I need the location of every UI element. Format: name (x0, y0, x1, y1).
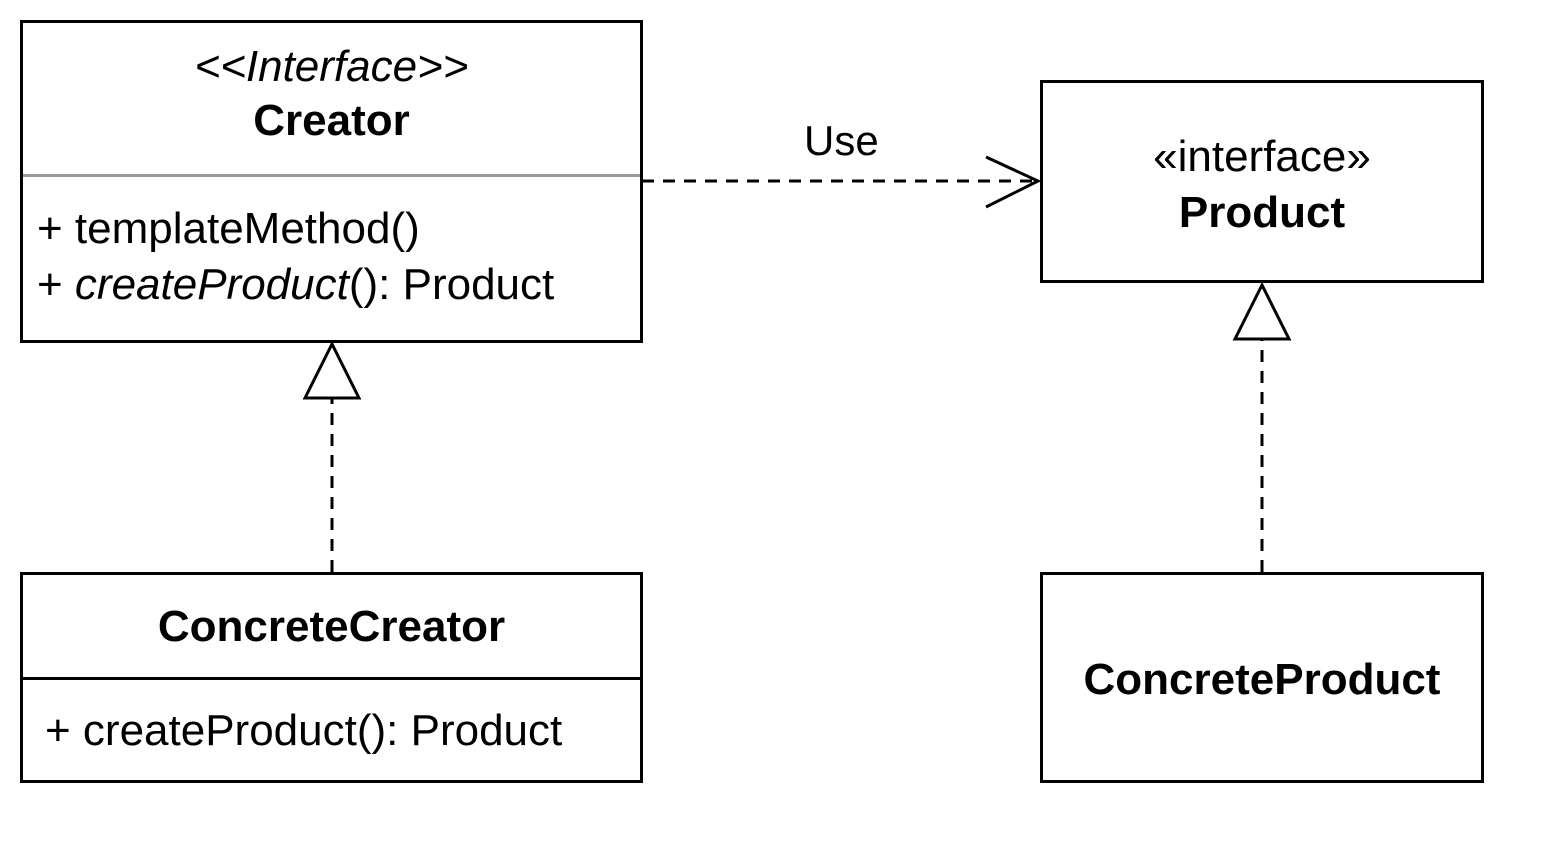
product-stereotype: «interface» (1153, 132, 1371, 181)
product-realization-edge (1232, 281, 1292, 572)
creator-class-box[interactable]: <<Interface>> Creator + templateMethod()… (20, 20, 643, 343)
product-interface-name: Product (1178, 188, 1346, 237)
concrete-creator-divider (23, 677, 640, 680)
creator-divider (23, 174, 640, 177)
creator-class-name: Creator (253, 96, 410, 145)
use-edge-label: Use (804, 117, 879, 164)
concrete-product-class-name: ConcreteProduct (1083, 655, 1441, 704)
use-dependency-edge (642, 155, 1042, 209)
concrete-product-class-box[interactable]: ConcreteProduct (1040, 572, 1484, 783)
hollow-triangle-head (1232, 281, 1292, 341)
product-interface-box[interactable]: «interface» Product (1040, 80, 1484, 283)
creator-stereotype: <<Interface>> (194, 42, 469, 91)
concrete-creator-class-name: ConcreteCreator (157, 602, 506, 651)
hollow-triangle-head (302, 340, 362, 400)
concrete-creator-class-box[interactable]: ConcreteCreator + createProduct(): Produ… (20, 572, 643, 783)
creator-method-template: + templateMethod() (37, 204, 420, 253)
creator-method-create-product: + createProduct(): Product (37, 260, 555, 309)
creator-realization-edge (302, 340, 362, 572)
concrete-creator-method-create-product: + createProduct(): Product (45, 706, 563, 755)
open-arrow-head (985, 155, 1042, 209)
